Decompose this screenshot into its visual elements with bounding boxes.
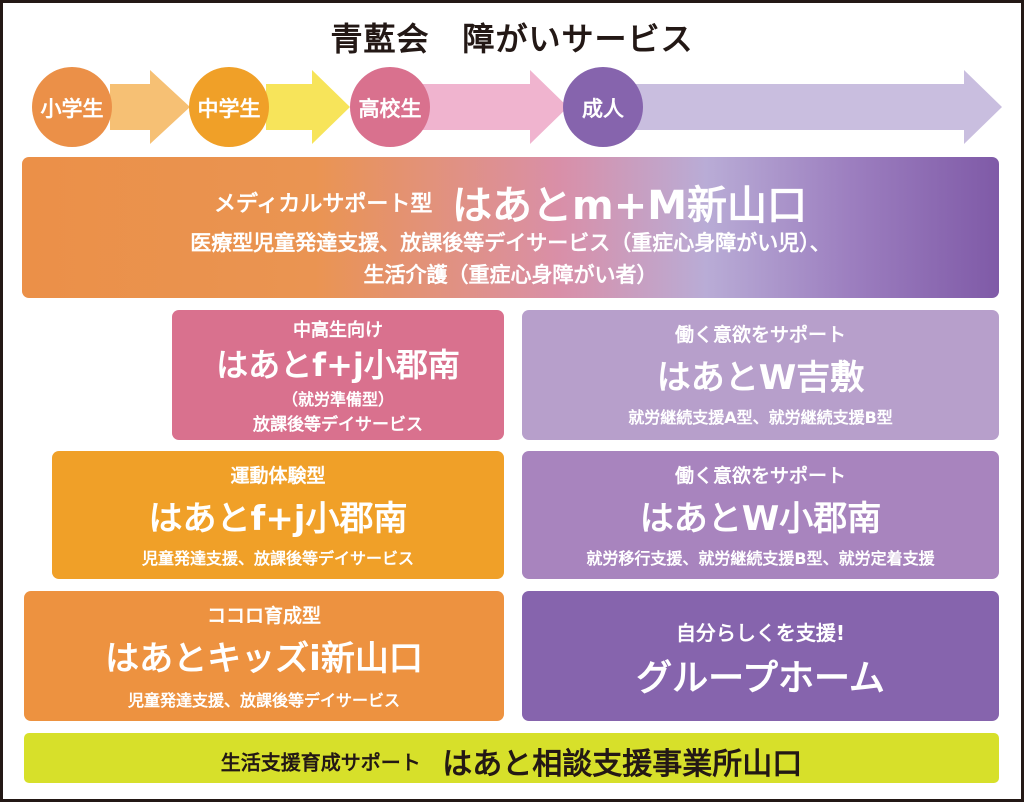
stage-arrow-adult: [630, 70, 1002, 144]
stage-label-junior-high: 中学生: [197, 97, 261, 121]
card-subtitle: 運動体験型: [230, 465, 326, 487]
card-facility-name: はあとf+j小郡南: [148, 499, 408, 539]
card-subtitle: 働く意欲をサポート: [674, 465, 846, 487]
consult-header: 生活支援育成サポート はあと相談支援事業所山口: [24, 739, 999, 783]
stage-circle-adult: [563, 67, 643, 147]
card-facility-name: はあとW吉敷: [656, 358, 865, 398]
stage-label-elementary: 小学生: [40, 97, 104, 121]
medical-desc-line1: 医療型児童発達支援、放課後等デイサービス（重症心身障がい児）、: [190, 231, 831, 255]
service-card-fj-kogori-minami-exercise: 運動体験型 はあとf+j小郡南 児童発達支援、放課後等デイサービス: [52, 451, 504, 579]
page-title: 青藍会 障がいサービス: [330, 20, 694, 58]
consult-facility-name: はあと相談支援事業所山口: [442, 747, 803, 782]
card-subtitle: ココロ育成型: [206, 605, 321, 627]
card-subtitle: 働く意欲をサポート: [674, 324, 846, 346]
medical-facility-name: はあとm+M新山口: [452, 183, 808, 229]
stage-arrow-high-school: [422, 70, 568, 144]
service-card-w-yoshiki: 働く意欲をサポート はあとW吉敷 就労継続支援A型、就労継続支援B型: [522, 310, 999, 440]
stage-arrow-elementary: [110, 70, 190, 144]
card-facility-name: はあとf+j小郡南: [216, 346, 460, 384]
service-card-w-kogori-minami: 働く意欲をサポート はあとW小郡南 就労移行支援、就労継続支援B型、就労定着支援: [522, 451, 999, 579]
card-facility-name: はあとキッズi新山口: [105, 639, 423, 679]
card-note: （就労準備型）: [281, 390, 394, 409]
service-card-kids-i-shin-yamaguchi: ココロ育成型 はあとキッズi新山口 児童発達支援、放課後等デイサービス: [24, 591, 504, 721]
card-subtitle: 自分らしくを支援!: [675, 621, 846, 645]
medical-type-label: メディカルサポート型: [213, 192, 433, 217]
card-subtitle: 中高生向け: [293, 320, 383, 341]
card-description: 放課後等デイサービス: [253, 415, 423, 435]
service-card-fj-kogori-minami-junior: 中高生向け はあとf+j小郡南 （就労準備型） 放課後等デイサービス: [172, 310, 504, 440]
card-description: 児童発達支援、放課後等デイサービス: [127, 691, 400, 710]
medical-desc-line2: 生活介護（重症心身障がい者）: [363, 263, 658, 287]
stage-circle-elementary: [32, 67, 112, 147]
service-card-group-home: 自分らしくを支援! グループホーム: [522, 591, 999, 721]
stage-circle-high-school: [350, 67, 430, 147]
medical-support-box: メディカルサポート型 はあとm+M新山口 医療型児童発達支援、放課後等デイサービ…: [22, 157, 999, 298]
consultation-support-bar: 生活支援育成サポート はあと相談支援事業所山口: [24, 733, 999, 783]
card-description: 就労移行支援、就労継続支援B型、就労定着支援: [586, 549, 935, 568]
stage-label-high-school: 高校生: [358, 97, 422, 121]
stage-arrow-junior-high: [266, 70, 350, 144]
card-facility-name: はあとW小郡南: [639, 499, 882, 539]
stage-timeline: [32, 67, 1002, 147]
card-description: 就労継続支援A型、就労継続支援B型: [628, 408, 893, 427]
consult-type-label: 生活支援育成サポート: [220, 750, 421, 775]
medical-header: メディカルサポート型 はあとm+M新山口: [22, 173, 999, 231]
stage-circle-junior-high: [189, 67, 269, 147]
card-description: 児童発達支援、放課後等デイサービス: [141, 549, 414, 568]
card-facility-name: グループホーム: [636, 658, 885, 699]
stage-label-adult: 成人: [582, 97, 624, 121]
